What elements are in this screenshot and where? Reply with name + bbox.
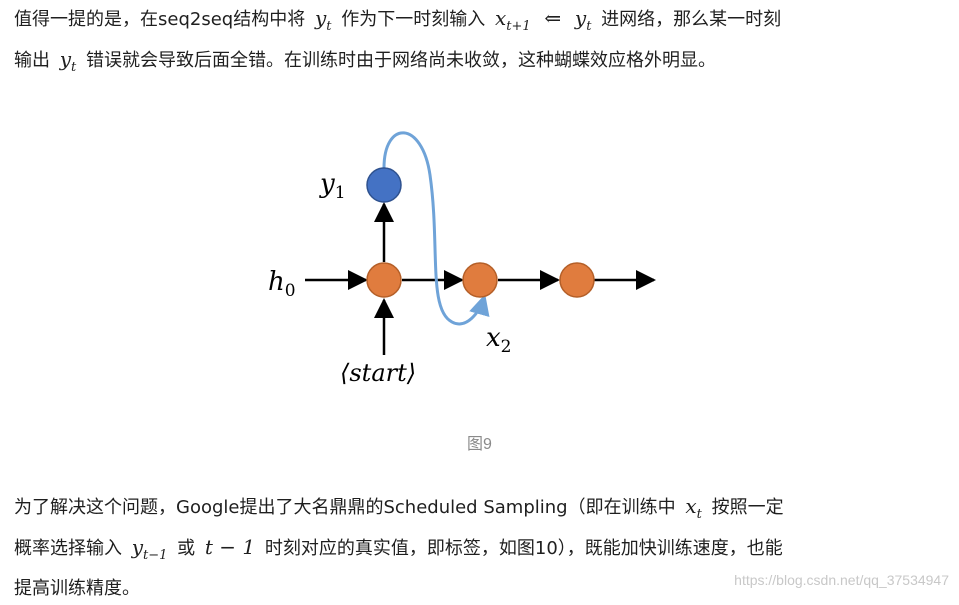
math-y-t-minus-1: yt−1: [131, 535, 168, 563]
node-hidden-3: [559, 262, 595, 298]
math-y-t: yt: [59, 47, 77, 75]
text-run: 输出: [14, 50, 50, 71]
text-run: 时刻对应的真实值，即标签，如图10），既能加快训练速度，也能: [264, 538, 783, 559]
text-run: 错误就会导致后面全错。在训练时由于网络尚未收敛，这种蝴蝶效应格外明显。: [86, 50, 717, 71]
text-run: 按照一定: [711, 497, 784, 518]
paragraph-intro: 值得一提的是，在seq2seq结构中将 yt 作为下一时刻输入 xt+1 ⇐ y…: [14, 2, 781, 84]
paragraph-line: 输出 yt 错误就会导致后面全错。在训练时由于网络尚未收敛，这种蝴蝶效应格外明显…: [14, 43, 781, 84]
watermark: https://blog.csdn.net/qq_37534947: [734, 572, 949, 588]
node-hidden-1: [366, 262, 402, 298]
math-t-minus-1: t − 1: [204, 535, 256, 559]
text-run: 进网络，那么某一时刻: [601, 9, 782, 30]
seq2seq-diagram: y1 h0 x2 ⟨start⟩: [268, 131, 656, 387]
text-run: 或: [177, 538, 196, 559]
text-run: 为了解决这个问题，Google提出了大名鼎鼎的Scheduled Samplin…: [14, 497, 676, 518]
math-y-t: yt: [574, 6, 592, 34]
math-left-arrow: ⇐: [544, 6, 562, 30]
paragraph-line: 提高训练精度。: [14, 572, 784, 605]
paragraph-line: 值得一提的是，在seq2seq结构中将 yt 作为下一时刻输入 xt+1 ⇐ y…: [14, 2, 781, 43]
node-y1: [366, 167, 402, 203]
math-x-t-plus-1: xt+1: [494, 6, 531, 34]
label-y1: y1: [319, 169, 346, 203]
paragraph-line: 为了解决这个问题，Google提出了大名鼎鼎的Scheduled Samplin…: [14, 490, 784, 531]
math-x-t: xt: [685, 494, 702, 522]
paragraph-line: 概率选择输入 yt−1 或 t − 1 时刻对应的真实值，即标签，如图10），既…: [14, 531, 784, 572]
text-run: 值得一提的是，在seq2seq结构中将: [14, 9, 306, 30]
label-h0: h0: [268, 267, 296, 301]
text-run: 作为下一时刻输入: [341, 9, 486, 30]
math-y-t: yt: [314, 6, 332, 34]
label-x2: x2: [486, 323, 512, 357]
text-run: 提高训练精度。: [14, 578, 140, 599]
figure-caption: 图9: [467, 436, 492, 453]
feedback-curve: [382, 131, 490, 326]
node-hidden-2: [462, 262, 498, 298]
label-start: ⟨start⟩: [340, 359, 416, 387]
text-run: 概率选择输入: [14, 538, 122, 559]
paragraph-scheduled-sampling: 为了解决这个问题，Google提出了大名鼎鼎的Scheduled Samplin…: [14, 490, 784, 605]
